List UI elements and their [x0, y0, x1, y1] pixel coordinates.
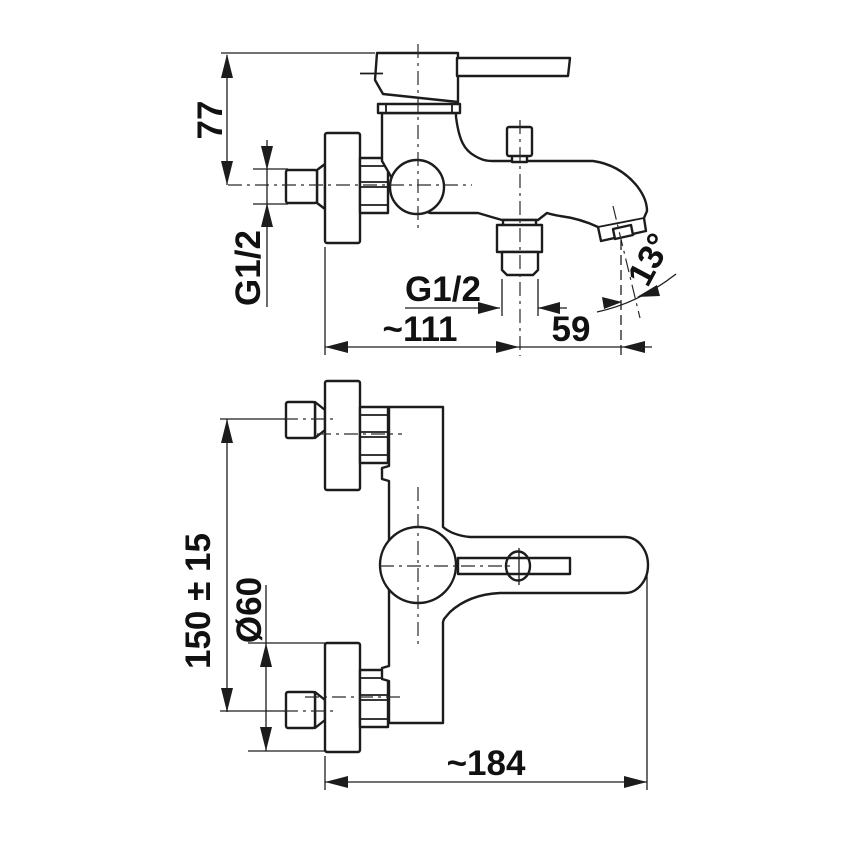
front-lower-eccentric	[284, 690, 317, 730]
front-lever-handle	[456, 556, 572, 576]
side-collar-ticks	[385, 104, 453, 113]
dim-13deg-arrow-left	[602, 297, 622, 309]
side-view	[228, 44, 649, 356]
dim-g12out-label: G1/2	[405, 270, 481, 309]
dim-111-label: ~111	[383, 310, 458, 349]
front-view-dimensions: 150 ± 15 Ø60 ~184	[179, 419, 648, 790]
dim-184-arrow-left	[325, 776, 348, 788]
front-upper-eccentric-taper	[313, 400, 327, 440]
front-diverter-knob	[504, 550, 532, 582]
dim-184-extensions	[324, 573, 648, 790]
dim-60-label: Ø60	[230, 577, 269, 643]
side-hex-nut-facets	[360, 165, 388, 206]
dim-g12out-arrow-right	[478, 302, 500, 314]
dim-59-label: 59	[552, 310, 591, 349]
dim-150-label: 150 ± 15	[179, 533, 218, 669]
side-eccentric-body	[284, 168, 319, 205]
side-collar-ring	[376, 102, 462, 115]
dim-g12out-arrow-left	[538, 302, 560, 314]
side-lever-handle	[455, 56, 572, 78]
dim-77-arrow-down	[221, 161, 233, 185]
front-ball-cover	[378, 525, 458, 605]
dim-59-arrow-left	[622, 341, 645, 353]
dim-150-arrow-up	[221, 419, 233, 443]
dim-g12wall-arrow-up	[261, 203, 273, 227]
dim-77-label: 77	[191, 101, 230, 140]
dim-60-arrow-up	[260, 643, 272, 667]
dim-111-arrow-right	[496, 341, 519, 353]
dim-g12wall-extensions	[253, 168, 288, 205]
dim-g12wall-arrow-down	[261, 146, 273, 170]
side-handle-cap	[373, 51, 460, 104]
dim-g12wall-label: G1/2	[229, 230, 268, 306]
dim-150-arrow-down	[221, 688, 233, 712]
front-lower-nut-facets	[360, 677, 388, 720]
side-stream-axis	[612, 205, 641, 319]
dim-13deg-arrow-right	[637, 285, 660, 297]
side-wall-flange	[323, 131, 362, 245]
dim-60-extensions	[248, 642, 327, 752]
side-aerator-joint-line	[597, 217, 645, 228]
side-aerator-insert	[611, 223, 635, 241]
dim-60-arrow-down	[260, 727, 272, 751]
dim-g12out-extensions	[501, 279, 539, 316]
side-ball-joint	[388, 158, 446, 216]
front-upper-nut-facets	[360, 414, 388, 456]
dim-77-arrow-up	[221, 54, 233, 78]
front-upper-flange	[323, 379, 362, 492]
dim-184-label: ~184	[447, 744, 526, 783]
front-view	[220, 379, 650, 754]
front-upper-eccentric	[284, 400, 317, 440]
dim-13deg-arc	[596, 273, 677, 313]
dim-184-arrow-right	[624, 776, 647, 788]
dim-111-arrow-left	[325, 341, 348, 353]
